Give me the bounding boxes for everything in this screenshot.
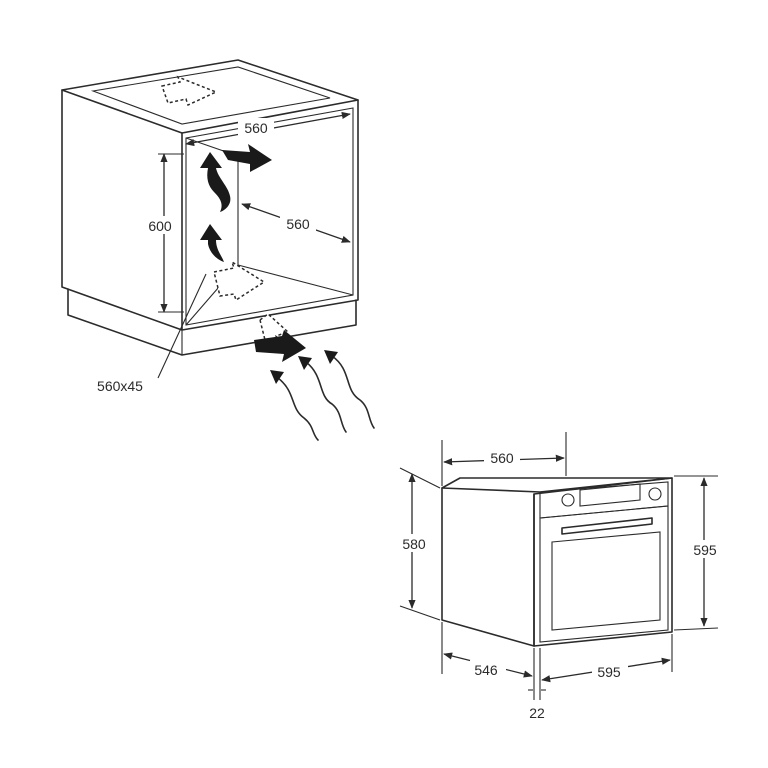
- label-oven-right-height: 595: [693, 542, 717, 558]
- oven-dimensions: [399, 432, 719, 700]
- cabinet-plinth: [67, 288, 357, 356]
- label-oven-bottom-width: 595: [597, 664, 621, 680]
- cabinet-drawing: [61, 59, 359, 356]
- cabinet-opening: [185, 107, 354, 326]
- oven-door-handle: [561, 517, 653, 535]
- cabinet-right-side: [181, 99, 359, 331]
- airflow-arrows: [161, 75, 375, 441]
- right-knob-icon: [648, 487, 662, 501]
- label-vent-opening: 560x45: [97, 378, 143, 394]
- oven-door: [539, 505, 669, 643]
- label-oven-left-height: 580: [402, 536, 426, 552]
- oven-side: [441, 487, 535, 647]
- label-cabinet-height: 600: [148, 218, 172, 234]
- solid-arrow-top-exit: [222, 144, 272, 172]
- curly-up-arrow-top: [200, 152, 231, 212]
- label-oven-door-offset: 22: [529, 705, 545, 721]
- oven-drawing: [441, 477, 673, 647]
- curly-up-arrow-middle: [200, 224, 224, 262]
- dashed-arrow-floor: [213, 260, 266, 302]
- label-cabinet-depth: 560: [286, 216, 310, 232]
- oven-top: [441, 477, 673, 493]
- dashed-arrow-worktop: [161, 75, 218, 107]
- leader-vent-opening: [157, 273, 207, 379]
- left-knob-icon: [561, 493, 575, 507]
- oven-door-window: [551, 531, 661, 631]
- oven-front-frame: [533, 477, 673, 647]
- label-oven-bottom-depth: 546: [474, 662, 498, 678]
- label-cabinet-top-width: 560: [244, 120, 268, 136]
- hob-cutout: [90, 66, 331, 125]
- solid-arrow-plinth: [254, 330, 306, 362]
- label-oven-top-depth: 560: [490, 450, 514, 466]
- wavy-air-arrows: [270, 350, 375, 441]
- cabinet-left-side: [61, 89, 183, 331]
- oven-display: [579, 483, 641, 507]
